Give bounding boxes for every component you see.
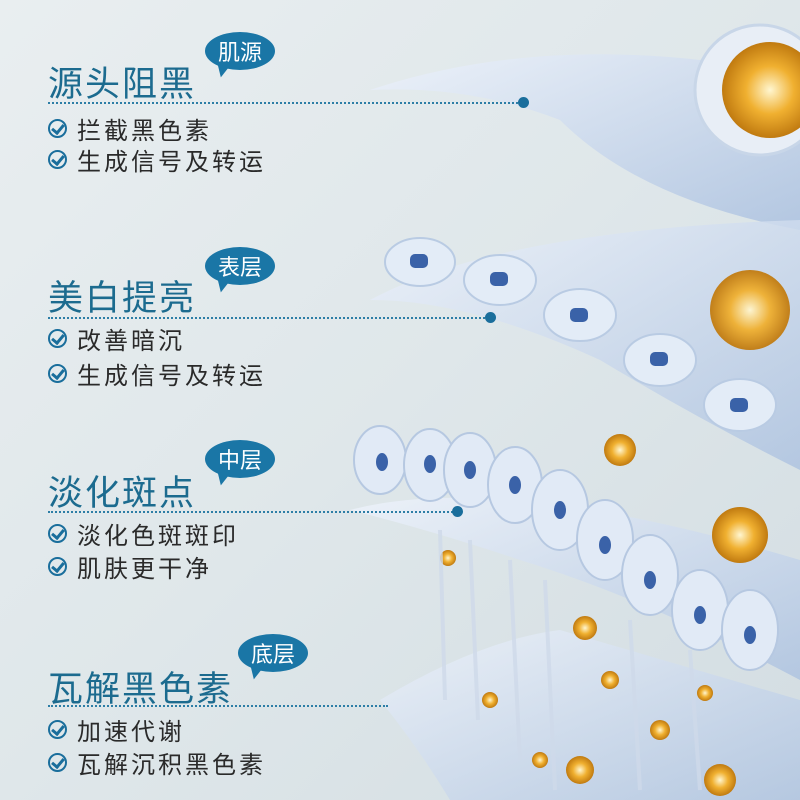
bullet-item: 生成信号及转运	[48, 356, 266, 391]
pointer-dot	[452, 506, 463, 517]
check-circle-icon	[48, 524, 67, 543]
check-circle-icon	[48, 119, 67, 138]
dotted-divider	[48, 511, 456, 513]
bullet-item: 生成信号及转运	[48, 142, 266, 177]
bullet-item: 加速代谢	[48, 712, 185, 747]
section-title: 美白提亮	[48, 279, 197, 319]
middle-layer	[350, 497, 800, 680]
layer-badge: 中层	[205, 440, 275, 478]
bullet-item: 改善暗沉	[48, 321, 185, 356]
bottom-layer	[380, 630, 800, 800]
check-circle-icon	[48, 329, 67, 348]
pointer-dot	[518, 97, 529, 108]
top-layer	[370, 50, 800, 230]
bullet-item: 拦截黑色素	[48, 111, 212, 146]
check-circle-icon	[48, 720, 67, 739]
dotted-divider	[48, 705, 388, 707]
section-title: 源头阻黑	[48, 65, 197, 105]
dotted-divider	[48, 102, 522, 104]
check-circle-icon	[48, 364, 67, 383]
check-circle-icon	[48, 753, 67, 772]
check-circle-icon	[48, 150, 67, 169]
bullet-item: 淡化色斑斑印	[48, 516, 239, 551]
section-title: 淡化斑点	[48, 474, 197, 514]
layer-badge: 肌源	[205, 32, 275, 70]
layer-badge: 表层	[205, 247, 275, 285]
melanin-granules	[440, 550, 736, 796]
dotted-divider	[48, 317, 488, 319]
bullet-item: 瓦解沉积黑色素	[48, 745, 266, 780]
check-circle-icon	[48, 557, 67, 576]
section-title: 瓦解黑色素	[48, 670, 234, 710]
bullet-item: 肌肤更干净	[48, 549, 212, 584]
pointer-dot	[485, 312, 496, 323]
layer-badge: 底层	[238, 634, 308, 672]
